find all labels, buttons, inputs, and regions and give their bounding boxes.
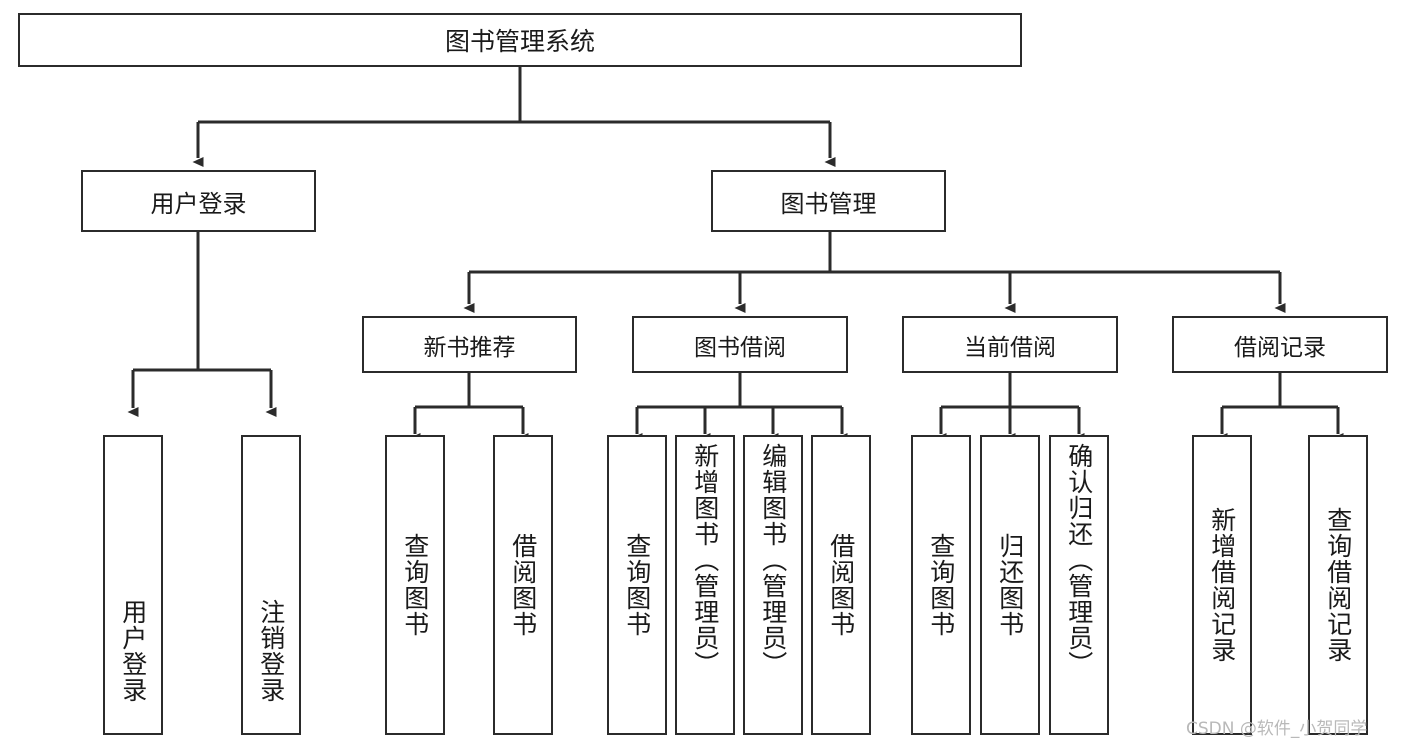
node-user-login-label: 用户登录 bbox=[150, 189, 247, 218]
leaf-record-add-borrow-record[interactable]: 新增借阅记录 bbox=[1192, 435, 1252, 735]
leaf-label: 查询图书 bbox=[400, 533, 430, 637]
node-current-borrow-label: 当前借阅 bbox=[964, 334, 1056, 361]
leaf-label: 归还图书 bbox=[995, 533, 1025, 637]
node-book-management-label: 图书管理 bbox=[780, 189, 877, 218]
leaf-label: 确认归还（管理员） bbox=[1064, 443, 1094, 677]
leaf-record-query-borrow-record[interactable]: 查询借阅记录 bbox=[1308, 435, 1368, 735]
leaf-current-return-book[interactable]: 归还图书 bbox=[980, 435, 1040, 735]
leaf-label: 借阅图书 bbox=[508, 533, 538, 637]
node-user-login[interactable]: 用户登录 bbox=[81, 170, 316, 232]
leaf-label: 注销登录 bbox=[256, 599, 286, 703]
leaf-borrow-edit-book-admin[interactable]: 编辑图书（管理员） bbox=[743, 435, 803, 735]
leaf-user-login-signout[interactable]: 注销登录 bbox=[241, 435, 301, 735]
leaf-borrow-add-book-admin[interactable]: 新增图书（管理员） bbox=[675, 435, 735, 735]
leaf-user-login-signin[interactable]: 用户登录 bbox=[103, 435, 163, 735]
node-new-book-recommend-label: 新书推荐 bbox=[423, 334, 516, 361]
leaf-label: 新增图书（管理员） bbox=[690, 443, 720, 677]
leaf-label: 借阅图书 bbox=[826, 533, 856, 637]
leaf-label: 用户登录 bbox=[118, 599, 148, 703]
leaf-new-book-query[interactable]: 查询图书 bbox=[385, 435, 445, 735]
node-current-borrow[interactable]: 当前借阅 bbox=[902, 316, 1118, 373]
node-book-borrow-label: 图书借阅 bbox=[694, 334, 786, 361]
node-book-borrow[interactable]: 图书借阅 bbox=[632, 316, 848, 373]
node-root-label: 图书管理系统 bbox=[444, 27, 595, 56]
node-root-library-system[interactable]: 图书管理系统 bbox=[18, 13, 1022, 67]
leaf-borrow-borrow-book[interactable]: 借阅图书 bbox=[811, 435, 871, 735]
watermark-text: CSDN @软件_小贺同学 bbox=[1186, 719, 1368, 739]
leaf-new-book-borrow[interactable]: 借阅图书 bbox=[493, 435, 553, 735]
leaf-label: 新增借阅记录 bbox=[1207, 507, 1237, 663]
node-borrow-record[interactable]: 借阅记录 bbox=[1172, 316, 1388, 373]
leaf-current-confirm-return-admin[interactable]: 确认归还（管理员） bbox=[1049, 435, 1109, 735]
node-borrow-record-label: 借阅记录 bbox=[1234, 334, 1326, 361]
node-book-management[interactable]: 图书管理 bbox=[711, 170, 946, 232]
node-new-book-recommend[interactable]: 新书推荐 bbox=[362, 316, 577, 373]
leaf-label: 查询借阅记录 bbox=[1323, 507, 1353, 663]
leaf-label: 查询图书 bbox=[622, 533, 652, 637]
leaf-borrow-query-book[interactable]: 查询图书 bbox=[607, 435, 667, 735]
leaf-label: 编辑图书（管理员） bbox=[758, 443, 788, 677]
leaf-current-query-book[interactable]: 查询图书 bbox=[911, 435, 971, 735]
leaf-label: 查询图书 bbox=[926, 533, 956, 637]
